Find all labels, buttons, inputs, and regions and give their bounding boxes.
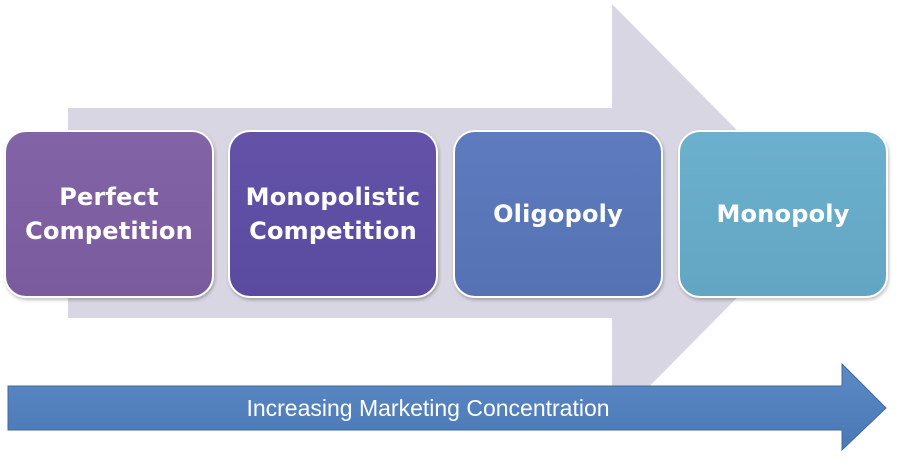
stage-box-monopoly: Monopoly xyxy=(678,130,888,298)
stage-box-oligopoly: Oligopoly xyxy=(453,130,663,298)
stage-label: Monopolistic Competition xyxy=(245,183,421,245)
increasing-concentration-arrow xyxy=(7,362,887,452)
stage-label: Oligopoly xyxy=(493,200,623,228)
stage-box-perfect-competition: Perfect Competition xyxy=(4,130,214,298)
stage-label: Monopoly xyxy=(716,200,850,228)
bottom-arrow-label: Increasing Marketing Concentration xyxy=(246,395,610,421)
stage-label: Perfect Competition xyxy=(25,183,193,245)
stage-box-monopolistic-competition: Monopolistic Competition xyxy=(228,130,438,298)
